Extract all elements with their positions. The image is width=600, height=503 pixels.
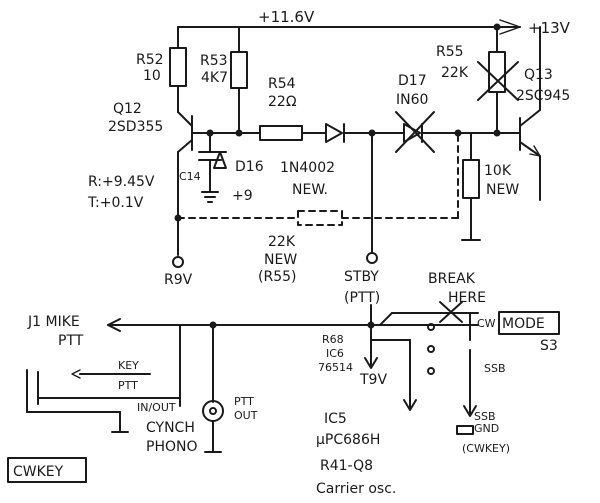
here-label: HERE (448, 290, 486, 306)
d17-value: IN60 (396, 92, 428, 108)
ptt-out-a: PTT (234, 395, 254, 408)
ptt-jack (26, 324, 181, 433)
ssb-gnd-b: GND (474, 422, 499, 435)
phono-label: PHONO (146, 439, 197, 455)
ptt-paren-label: (PTT) (344, 290, 380, 306)
ptt-label: PTT (118, 379, 138, 392)
ic6-number: 76514 (318, 361, 353, 374)
new-diode-part: 1N4002 (280, 160, 335, 176)
new-diode-note: NEW. (292, 182, 328, 198)
cynch-label: CYNCH (146, 420, 195, 436)
supply-rail (177, 19, 521, 35)
r22k-ref: (R55) (258, 269, 296, 285)
ptt-out-b: OUT (234, 409, 258, 422)
r9v-label: R9V (164, 272, 193, 288)
q13-value: 2SC945 (516, 88, 570, 104)
receive-voltage: R:+9.45V (88, 174, 155, 190)
r22k-value: 22K (268, 234, 296, 250)
c14-label: C14 (179, 170, 201, 183)
cw-label: CW (477, 317, 496, 330)
ssb-gnd-a: SSB (474, 410, 496, 423)
ic5-label: IC5 (324, 411, 347, 427)
mode-switch-s3 (427, 311, 560, 417)
r10k-value: 10K (484, 163, 512, 179)
cwkey-box (7, 457, 87, 483)
ssb-gnd-pad (456, 425, 474, 435)
plus9-label: +9 (232, 188, 253, 204)
transmit-voltage: T:+0.1V (87, 195, 144, 211)
ic5-part: μPC686H (316, 432, 380, 448)
in-out-label: IN/OUT (137, 401, 176, 414)
j1-label: J1 MIKE (27, 314, 80, 330)
r53-value: 4K7 (201, 70, 228, 86)
resistor-22k-new (177, 132, 459, 226)
standby-line (366, 132, 378, 341)
mode-label: MODE (502, 316, 545, 332)
break-mark (439, 301, 463, 323)
r55-name: R55 (436, 44, 464, 60)
transistor-q13 (519, 26, 541, 201)
resistor-r55-removed (477, 26, 519, 134)
diode-1n4002 (325, 123, 389, 143)
resistor-r54 (238, 125, 327, 141)
r10k-note: NEW (486, 182, 519, 198)
ic6-label: IC6 (326, 347, 344, 360)
terminal-r9v (172, 256, 184, 268)
r52-name: R52 (136, 52, 164, 68)
stby-label: STBY (344, 269, 379, 285)
resistor-10k-new (461, 132, 481, 241)
ic6-branch (364, 339, 417, 411)
resistor-r52 (169, 26, 187, 113)
cwkey-label: CWKEY (13, 464, 64, 480)
resistor-r53 (230, 26, 248, 134)
phono-jack (202, 324, 224, 453)
cwkey-paren: (CWKEY) (462, 442, 510, 455)
r52-value: 10 (143, 68, 161, 84)
rail-label-13v: +13V (528, 19, 571, 37)
j1-ptt-label: PTT (58, 333, 84, 349)
ptt-bus (107, 312, 479, 332)
r68-label: R68 (322, 333, 344, 346)
capacitor-c14-and-zener-d16 (198, 132, 227, 203)
r54-name: R54 (268, 76, 296, 92)
ssb-label: SSB (484, 362, 506, 375)
d17-name: D17 (398, 73, 427, 89)
diode-d17-removed (387, 111, 521, 153)
transistor-q12 (177, 111, 240, 256)
t9v-label: T9V (359, 372, 387, 388)
key-label: KEY (118, 359, 139, 372)
r54-value: 22Ω (268, 94, 297, 110)
q12-name: Q12 (113, 101, 142, 117)
carrier-label: Carrier osc. (316, 481, 396, 497)
rail-label-11v6: +11.6V (258, 8, 315, 26)
d16-label: D16 (235, 159, 264, 175)
r55-value: 22K (441, 65, 469, 81)
break-label: BREAK (428, 271, 476, 287)
r22k-note: NEW (264, 252, 297, 268)
q13-name: Q13 (524, 67, 553, 83)
s3-label: S3 (540, 338, 558, 354)
r53-name: R53 (200, 53, 228, 69)
q12-value: 2SD355 (108, 119, 163, 135)
r41-label: R41-Q8 (320, 458, 373, 474)
